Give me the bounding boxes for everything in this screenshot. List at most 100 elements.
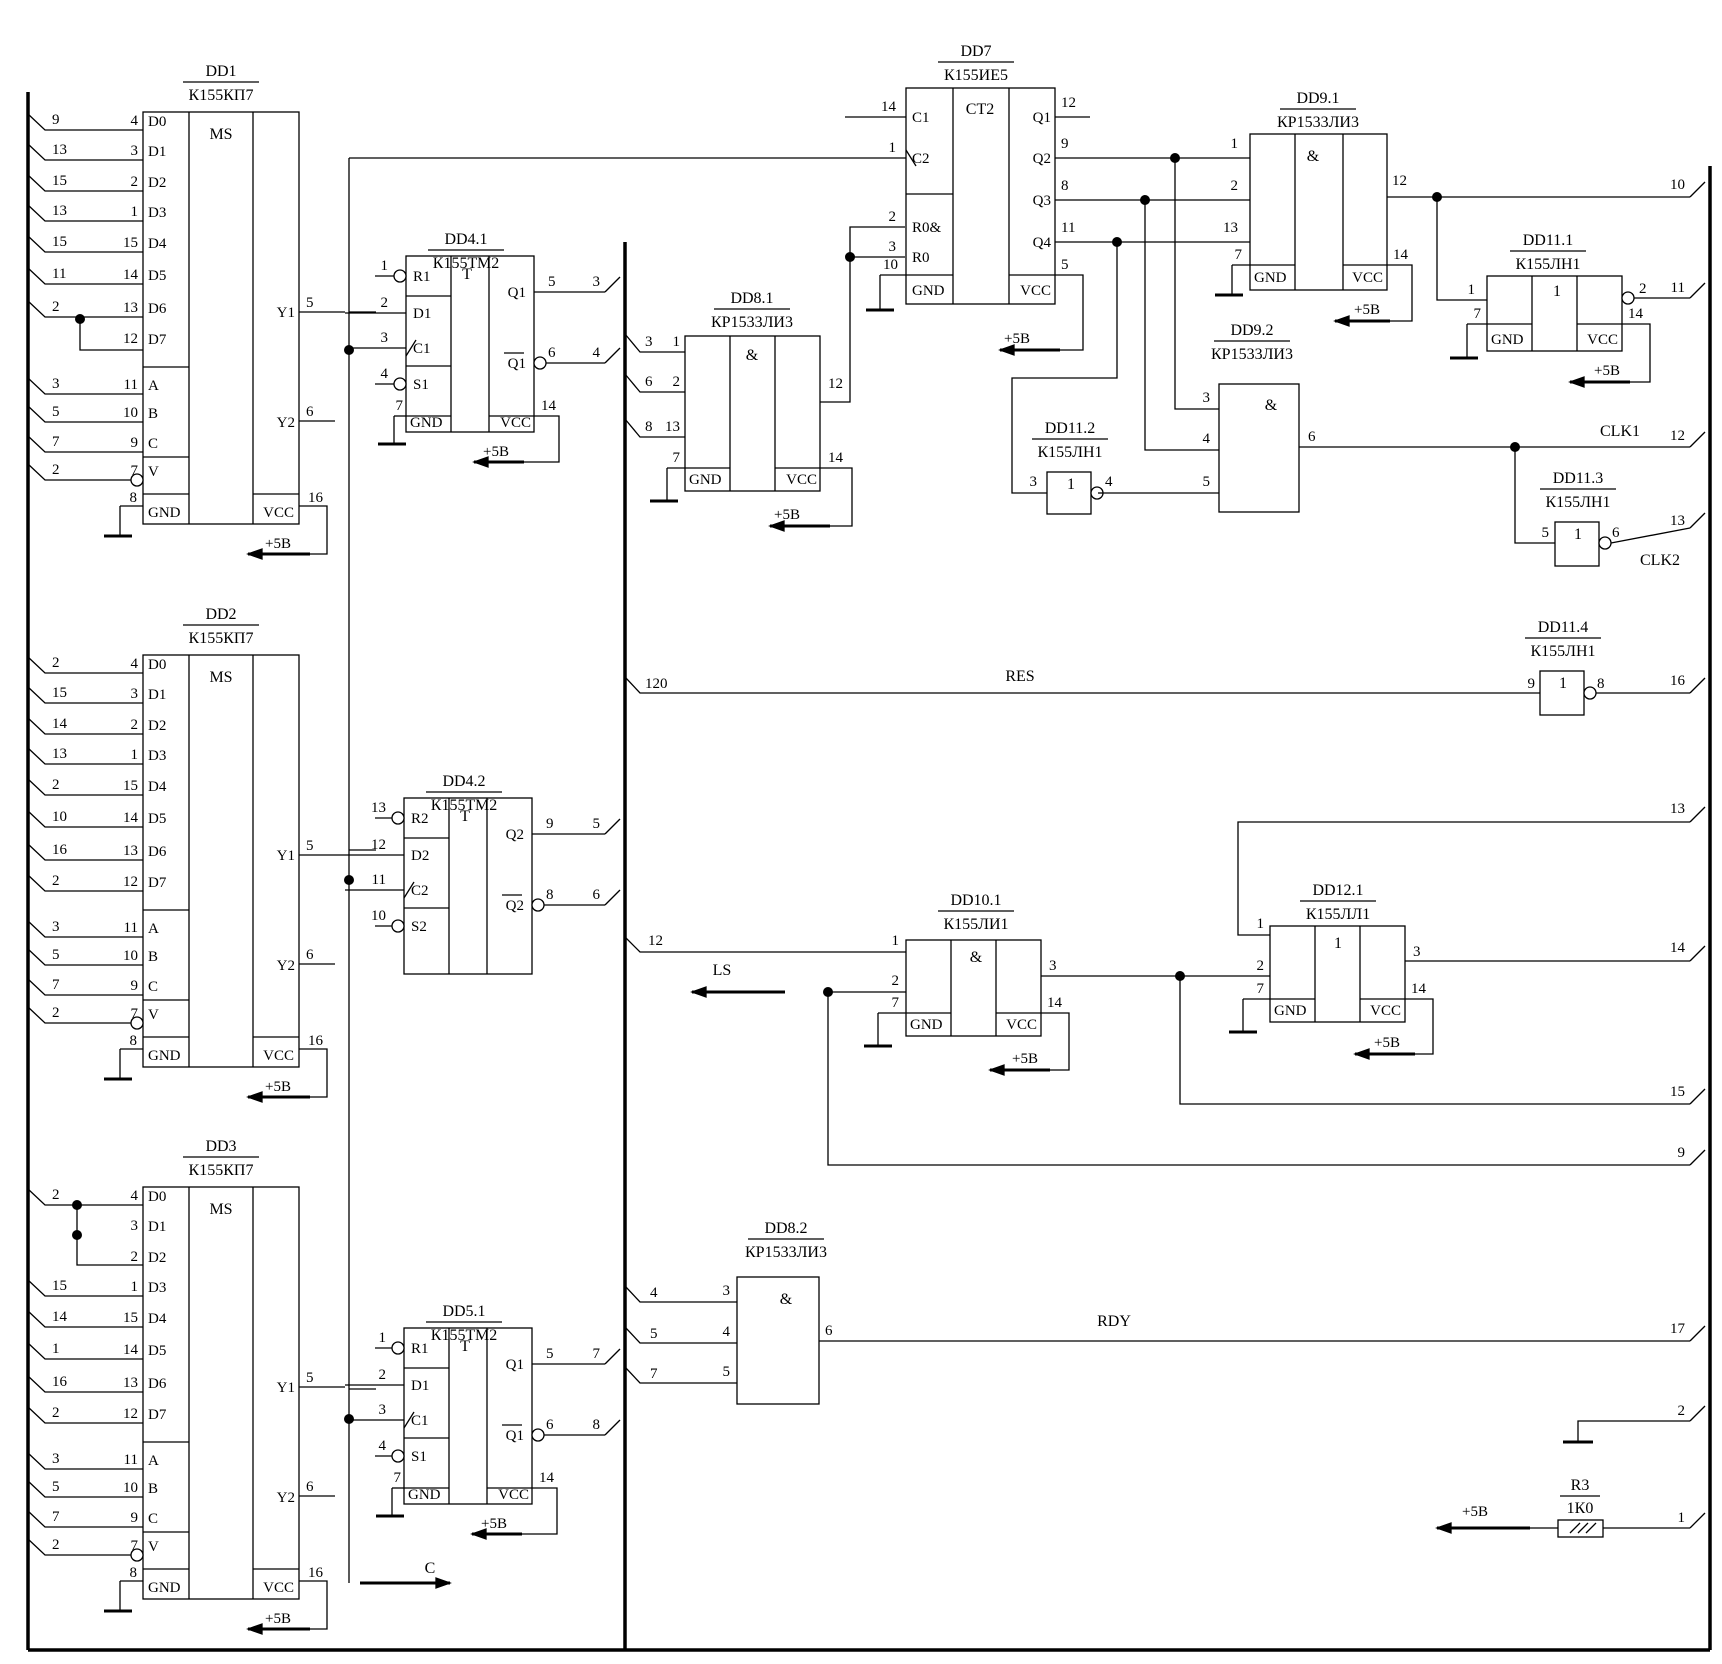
pin-label: 2 bbox=[379, 1367, 387, 1383]
pin-label: 1 bbox=[1468, 282, 1476, 298]
pin-label: 14 bbox=[123, 810, 139, 826]
pin-label: 8 bbox=[1061, 178, 1069, 194]
pin-label: 7 bbox=[1257, 981, 1265, 997]
bus-wire-label: 5 bbox=[52, 1479, 60, 1495]
pin-name: GND bbox=[1254, 270, 1287, 286]
chip-function: 1 bbox=[1334, 935, 1342, 952]
wire bbox=[1174, 158, 1219, 410]
wire bbox=[1144, 200, 1219, 451]
pin-label: 16 bbox=[308, 490, 324, 506]
power-label: +5В bbox=[1462, 1504, 1488, 1520]
wire bbox=[624, 333, 685, 353]
wire bbox=[1689, 1405, 1706, 1422]
pin-label: 9 bbox=[1061, 136, 1069, 152]
pin-name: D7 bbox=[148, 1407, 167, 1423]
wire bbox=[27, 1006, 136, 1024]
pin-label: 2 bbox=[1639, 281, 1647, 297]
chip-function: 1 bbox=[1574, 526, 1582, 543]
pin-label: 16 bbox=[308, 1565, 324, 1581]
pin-label: 8 bbox=[546, 887, 554, 903]
bus-wire-label: 7 bbox=[650, 1366, 658, 1382]
chip-type: К155КП7 bbox=[189, 1162, 254, 1179]
pin-label: 7 bbox=[1474, 306, 1482, 322]
pin-label: 12 bbox=[123, 1406, 138, 1422]
chip-function: & bbox=[746, 347, 759, 364]
pin-label: 14 bbox=[123, 1342, 139, 1358]
pin-label: 6 bbox=[546, 1417, 554, 1433]
arrow-head bbox=[1333, 315, 1350, 327]
wire bbox=[403, 881, 415, 899]
power-label: +5В bbox=[265, 1079, 291, 1095]
arrow-head bbox=[246, 548, 263, 560]
pin-name: GND bbox=[408, 1487, 441, 1503]
pin-name: D1 bbox=[411, 1378, 429, 1394]
pin-label: 16 bbox=[308, 1033, 324, 1049]
bus-wire-label: 8 bbox=[593, 1417, 601, 1433]
pin-name: VCC bbox=[1587, 332, 1618, 348]
wire bbox=[27, 267, 143, 285]
pin-label: 3 bbox=[889, 239, 897, 255]
bus-wire-label: 12 bbox=[648, 933, 663, 949]
pin-name: VCC bbox=[263, 1580, 294, 1596]
pin-label: 14 bbox=[828, 450, 844, 466]
pin-name: Q3 bbox=[1033, 193, 1051, 209]
arrow-head bbox=[768, 520, 785, 532]
wire bbox=[1436, 197, 1487, 301]
pin-label: 7 bbox=[131, 463, 139, 479]
power-label: +5В bbox=[774, 507, 800, 523]
wire bbox=[27, 113, 143, 131]
pin-name: VCC bbox=[1352, 270, 1383, 286]
pin-name: R0 bbox=[912, 250, 930, 266]
wire bbox=[1689, 1512, 1706, 1529]
signal-label: CLK2 bbox=[1640, 552, 1680, 569]
wire bbox=[827, 992, 1690, 1166]
wire bbox=[849, 226, 905, 257]
wire bbox=[27, 1310, 143, 1328]
wire bbox=[27, 1279, 143, 1297]
wire bbox=[604, 1419, 621, 1436]
pin-label: 14 bbox=[123, 267, 139, 283]
pin-label: 12 bbox=[1392, 173, 1407, 189]
pin-label: 11 bbox=[372, 872, 386, 888]
pin-label: 12 bbox=[123, 874, 138, 890]
pin-name: C1 bbox=[912, 110, 930, 126]
bus-wire-label: 11 bbox=[52, 266, 66, 282]
wire bbox=[1179, 976, 1690, 1105]
inversion-bubble bbox=[1598, 536, 1612, 550]
arrow-head bbox=[1435, 1522, 1452, 1534]
pin-label: 1 bbox=[892, 933, 900, 949]
pin-label: 1 bbox=[131, 747, 139, 763]
pin-name: A bbox=[148, 921, 159, 937]
pin-name: Y1 bbox=[277, 1380, 295, 1396]
pin-name: V bbox=[148, 1007, 159, 1023]
pin-label: 2 bbox=[673, 374, 681, 390]
bus-wire-label: 16 bbox=[1670, 673, 1686, 689]
wire bbox=[79, 319, 143, 351]
resistor-body bbox=[1557, 1519, 1604, 1538]
pin-name: Y1 bbox=[277, 305, 295, 321]
pin-label: 9 bbox=[131, 978, 139, 994]
pin-name: D3 bbox=[148, 205, 166, 221]
pin-name: R0& bbox=[912, 220, 942, 236]
wire bbox=[1689, 512, 1706, 529]
wire bbox=[604, 1348, 621, 1365]
chip-name: DD11.3 bbox=[1553, 470, 1604, 487]
wire bbox=[27, 1480, 143, 1498]
wire bbox=[27, 1510, 143, 1528]
chip-body bbox=[142, 111, 300, 525]
bus-wire-label: 15 bbox=[1670, 1084, 1685, 1100]
pin-label: 14 bbox=[1411, 981, 1427, 997]
pin-label: 10 bbox=[123, 1480, 138, 1496]
power-label: +5В bbox=[265, 1611, 291, 1627]
pin-name: VCC bbox=[1006, 1017, 1037, 1033]
wire bbox=[1689, 677, 1706, 694]
wire bbox=[1689, 1149, 1706, 1166]
pin-label: 8 bbox=[1597, 676, 1605, 692]
pin-name: GND bbox=[148, 505, 181, 521]
pin-label: 8 bbox=[130, 1565, 138, 1581]
pin-name: Q1 bbox=[508, 356, 526, 372]
pin-label: 5 bbox=[306, 295, 314, 311]
bus-wire-label: 2 bbox=[1678, 1403, 1686, 1419]
bus-wire-label: 6 bbox=[645, 374, 653, 390]
